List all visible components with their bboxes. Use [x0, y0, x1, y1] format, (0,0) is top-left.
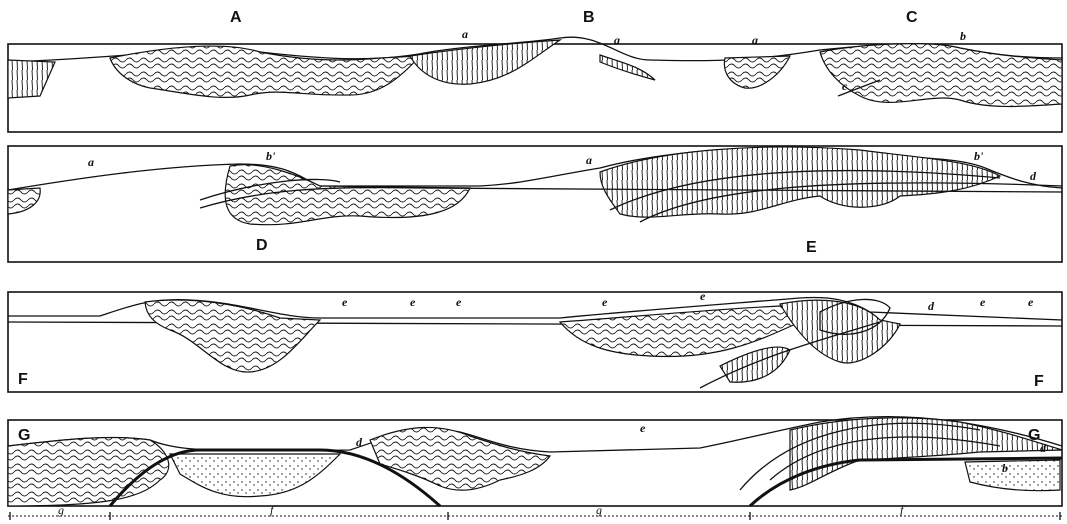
label-g-right: G	[1028, 427, 1040, 444]
label-f-left: F	[18, 371, 28, 388]
mark-e-6: e	[980, 295, 986, 309]
section-4: G G d e b d	[8, 417, 1062, 506]
label-g-left: G	[18, 427, 30, 444]
mark-e-2: e	[410, 295, 416, 309]
mark-a-3: a	[752, 33, 758, 47]
label-f-right: F	[1034, 373, 1044, 390]
mark-c: c	[842, 79, 848, 93]
mark-b-2: b	[1002, 461, 1008, 475]
scale-label-g-2: g	[596, 503, 602, 517]
mark-a-5: a	[586, 153, 592, 167]
mark-e-8: e	[640, 421, 646, 435]
section-1: A B C a a a b c	[8, 9, 1062, 132]
mark-d-1: d	[1030, 169, 1037, 183]
mark-d-2: d	[928, 299, 935, 313]
label-b-upper: B	[583, 9, 595, 26]
mark-a-1: a	[462, 27, 468, 41]
label-a-upper: A	[230, 9, 242, 26]
mark-a-2: a	[614, 33, 620, 47]
mark-e-5: e	[700, 289, 706, 303]
mark-e-3: e	[456, 295, 462, 309]
mark-d-4: d	[1040, 441, 1047, 455]
mark-d-3: d	[356, 435, 363, 449]
mark-e-4: e	[602, 295, 608, 309]
mark-b-prime-2: b'	[974, 149, 984, 163]
scale-label-g-1: g	[58, 503, 64, 517]
mark-e-7: e	[1028, 295, 1034, 309]
label-d: D	[256, 237, 268, 254]
mark-a-4: a	[88, 155, 94, 169]
mark-e-1: e	[342, 295, 348, 309]
section-3: F F e e e e e d e e	[8, 289, 1062, 392]
section-2: D E a b' a b' d	[8, 146, 1062, 262]
label-c-upper: C	[906, 9, 918, 26]
mark-b-prime-1: b'	[266, 149, 276, 163]
mark-b: b	[960, 29, 966, 43]
label-e: E	[806, 239, 817, 256]
